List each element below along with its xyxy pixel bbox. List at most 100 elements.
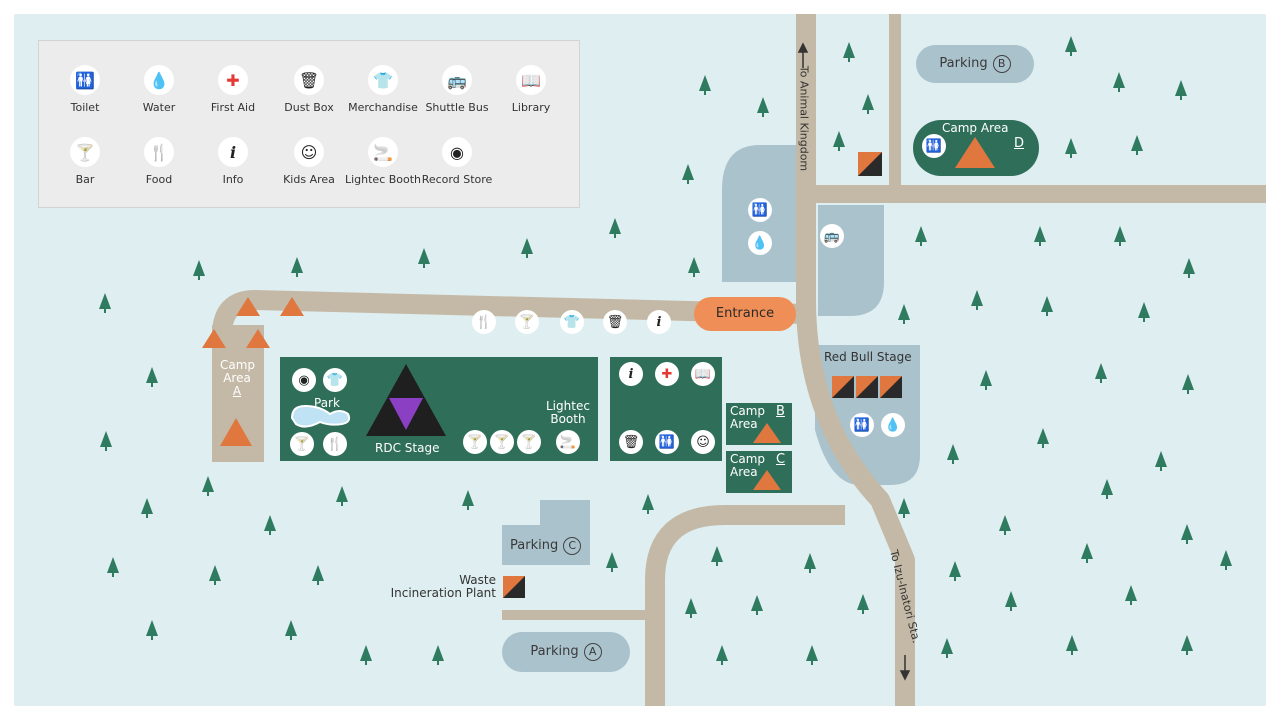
tree-icon [1066,635,1078,651]
dust-box-icon[interactable]: 🗑 [603,310,627,334]
tree-icon [606,552,618,568]
tree-icon [285,620,297,636]
tree-icon [360,645,372,661]
food-icon[interactable]: 🍴 [472,310,496,334]
tree-icon [1175,80,1187,96]
tree-icon [757,97,769,113]
tree-icon [312,565,324,581]
bar-icon: 🍸 [70,137,100,167]
stage-markers [503,152,902,598]
legend-label: Record Store [421,173,493,186]
tree-icon [1114,226,1126,242]
record-store-icon: ◉ [442,137,472,167]
park-label: Park [314,396,340,410]
toilet-icon[interactable]: 🚻 [748,198,772,222]
tree-icon [141,498,153,514]
to-animal-kingdom-label: To Animal Kingdom [797,65,811,172]
lightec-booth-icon[interactable]: 🚬 [556,430,580,454]
camp-c-label: Camp Area C [730,452,786,479]
tree-icon [418,248,430,264]
tree-icon [1034,226,1046,242]
shuttle-bus-icon[interactable]: 🚌 [820,224,844,248]
tree-icon [1065,138,1077,154]
camp-b-label: Camp Area B [730,404,785,431]
bar-icon[interactable]: 🍸 [463,430,487,454]
toilet-icon[interactable]: 🚻 [655,430,679,454]
rdc-stage-logo [389,398,423,430]
bar-icon[interactable]: 🍸 [290,432,314,456]
toilet-icon[interactable]: 🚻 [922,134,946,158]
tree-icon [941,638,953,654]
tree-icon [642,494,654,510]
tree-icon [688,257,700,273]
tree-icon [1125,585,1137,601]
tree-icon [462,490,474,506]
legend-label: Toilet [70,101,100,114]
tree-icon [685,598,697,614]
tree-icon [264,515,276,531]
tree-icon [432,645,444,661]
library-icon: 📖 [516,65,546,95]
tree-icon [1037,428,1049,444]
tree-icon [1095,363,1107,379]
water-icon[interactable]: 💧 [881,413,905,437]
tree-icon [1181,635,1193,651]
legend-toilet: 🚻 Toilet [42,65,128,114]
legend-first-aid: ✚First Aid [190,65,276,114]
legend-label: Lightec Booth [344,173,422,186]
food-icon[interactable]: 🍴 [323,432,347,456]
tree-icon [898,498,910,514]
bar-icon[interactable]: 🍸 [517,430,541,454]
tent-icon [280,297,304,316]
toilet-icon: 🚻 [70,65,100,95]
bar-icon[interactable]: 🍸 [515,310,539,334]
tents [202,137,995,490]
tree-icon [146,620,158,636]
entrance-button[interactable]: Entrance [694,297,796,331]
tree-icon [980,370,992,386]
legend-label: Shuttle Bus [425,101,489,114]
tree-icon [1041,296,1053,312]
bar-icon[interactable]: 🍸 [490,430,514,454]
tent-icon [955,137,995,168]
tree-icon [1065,36,1077,52]
tree-icon [1131,135,1143,151]
tree-icon [711,546,723,562]
tree-icon [1081,543,1093,559]
legend-label: Kids Area [283,173,335,186]
tree-icon [99,293,111,309]
library-icon[interactable]: 📖 [691,362,715,386]
lightec-booth-icon: 🚬 [368,137,398,167]
tree-icon [336,486,348,502]
toilet-icon[interactable]: 🚻 [850,413,874,437]
direction-arrows [797,42,911,681]
tree-icon [1138,302,1150,318]
legend-label: Bar [75,173,95,186]
merchandise-icon[interactable]: 👕 [323,368,347,392]
info-icon[interactable]: i [619,362,643,386]
tree-icon [806,645,818,661]
tree-icon [209,565,221,581]
entrance-plaza-right [818,205,884,316]
merchandise-icon[interactable]: 👕 [560,310,584,334]
record-store-icon[interactable]: ◉ [292,368,316,392]
legend-label: Dust Box [284,101,334,114]
info-icon[interactable]: i [647,310,671,334]
first-aid-icon[interactable]: ✚ [655,362,679,386]
kids-area-icon[interactable]: ☺ [691,430,715,454]
tree-icon [609,218,621,234]
legend-label: First Aid [210,101,256,114]
tree-icon [1181,524,1193,540]
dust-box-icon[interactable]: 🗑 [619,430,643,454]
tree-icon [521,238,533,254]
tree-icon [1183,258,1195,274]
legend-record-store: ◉ Record Store [414,137,500,186]
tent-icon [753,470,781,490]
tree-icon [699,75,711,91]
water-icon[interactable]: 💧 [748,231,772,255]
park-pond [290,404,351,428]
tree-icon [716,645,728,661]
